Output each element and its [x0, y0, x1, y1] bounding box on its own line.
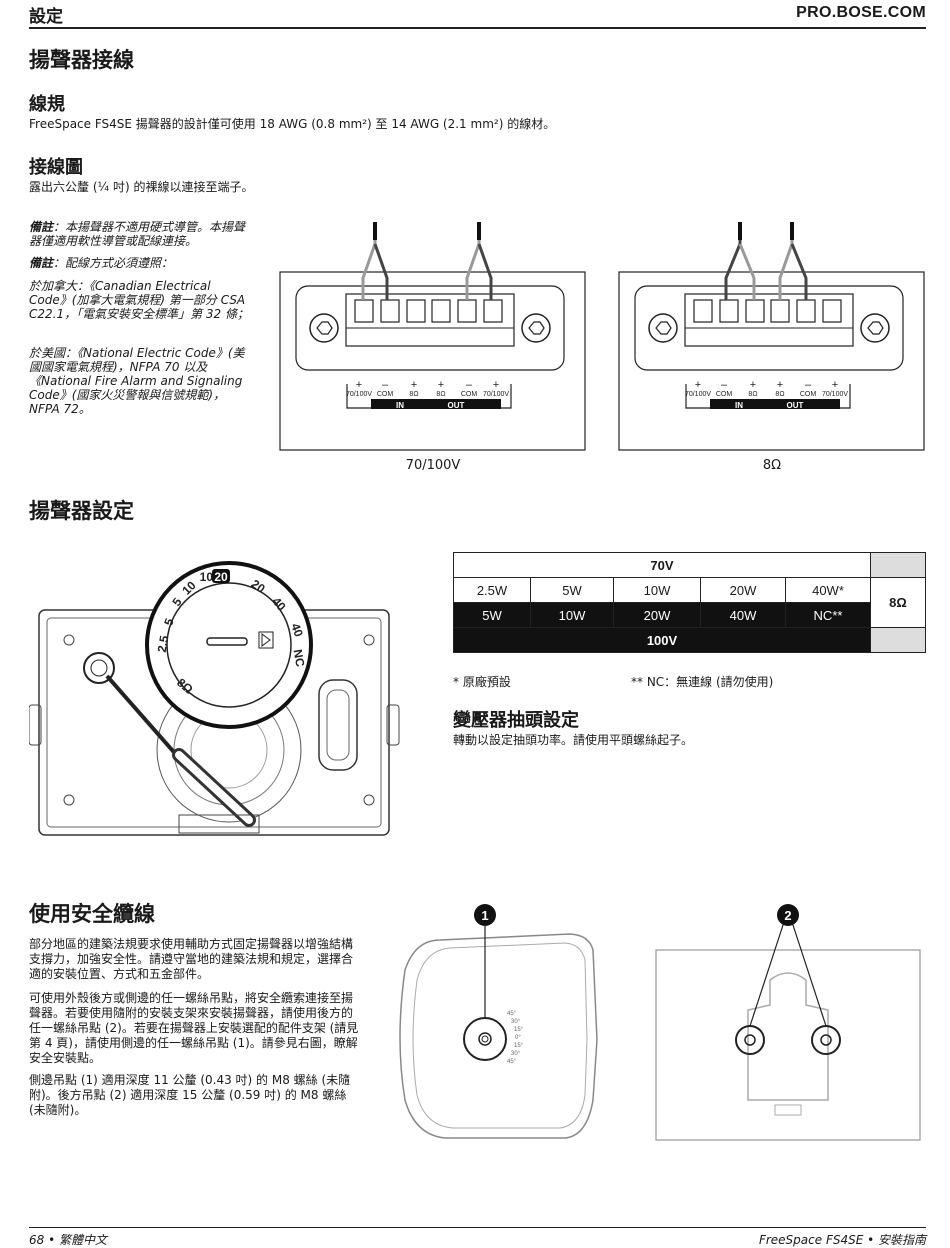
table-cell: NC** [785, 602, 871, 628]
table-cell: 10W [530, 602, 614, 628]
section-title: 設定 [29, 7, 63, 27]
rear-mount-illustration: 2 [655, 904, 921, 1141]
terminal-label: 70/100V [346, 391, 372, 398]
terminal-label: 8Ω [436, 391, 445, 398]
safety-paragraph-3: 側邊吊點 (1) 適用深度 11 公釐 (0.43 吋) 的 M8 螺絲 (未隨… [29, 1073, 351, 1117]
terminal-out-label: OUT [787, 401, 804, 410]
note-label: 備註 [29, 220, 54, 234]
header-divider [29, 27, 926, 29]
note-wiring-codes: 備註：配線方式必須遵照： [29, 256, 174, 270]
terminal-polarity: + [411, 379, 417, 391]
terminal-label: COM [716, 391, 733, 398]
header-100v: 100V [453, 627, 871, 653]
terminal-label: COM [461, 391, 478, 398]
canada-code-text: 於加拿大：《Canadian Electrical Code》(加拿大電氣規程)… [29, 279, 249, 321]
terminal-polarity: + [493, 379, 499, 391]
footer-page-language: 68 • 繁體中文 [29, 1233, 107, 1247]
terminal-polarity: + [695, 379, 701, 391]
angle-mark: 15° [514, 1027, 524, 1033]
terminal-label: COM [377, 391, 394, 398]
callout-1: 1 [481, 908, 488, 923]
terminal-in-label: IN [735, 401, 743, 410]
angle-mark: 30° [511, 1051, 521, 1057]
site-link[interactable]: PRO.BOSE.COM [796, 4, 926, 21]
terminal-polarity: – [805, 379, 812, 391]
terminal-label: 70/100V [822, 391, 848, 398]
us-code-text: 於美國：《National Electric Code》(美國國家電氣規程)，N… [29, 346, 245, 416]
diagram-heading: 接線圖 [29, 157, 83, 178]
footer-doc-title: FreeSpace FS4SE • 安裝指南 [758, 1233, 926, 1247]
terminal-polarity: + [438, 379, 444, 391]
header-70v: 70V [453, 552, 871, 578]
side-mount-illustration: 1 45° 30° 15° 0° 15° 30° 45° [399, 904, 598, 1139]
terminal-in-label: IN [396, 401, 404, 410]
dial-label: 5 [161, 616, 177, 627]
terminal-label: 70/100V [483, 391, 509, 398]
terminal-polarity: + [777, 379, 783, 391]
terminal-label: 8Ω [748, 391, 757, 398]
terminal-label: 8Ω [409, 391, 418, 398]
gauge-text: FreeSpace FS4SE 揚聲器的設計僅可使用 18 AWG (0.8 m… [29, 117, 556, 131]
gauge-heading: 線規 [29, 94, 65, 115]
terminal-polarity: + [356, 379, 362, 391]
safety-paragraph-2: 可使用外殼後方或側邊的任一螺絲吊點，將安全纜索連接至揚聲器。若要使用隨附的安裝支… [29, 991, 359, 1065]
tap-setting-table: 70V 2.5W 5W 10W 20W 40W* 8Ω 5W 10W 20W 4… [453, 552, 926, 653]
angle-mark: 45° [507, 1059, 517, 1065]
table-side-blank [870, 627, 926, 653]
table-cell: 20W [700, 577, 786, 603]
diagram-text: 露出六公釐 (¼ 吋) 的裸線以連接至端子。 [29, 180, 254, 194]
dial-label: 40 [288, 621, 306, 639]
table-cell: 40W [700, 602, 786, 628]
terminal-label: 8Ω [775, 391, 784, 398]
tap-heading: 變壓器抽頭設定 [453, 710, 579, 731]
terminal-label: COM [800, 391, 817, 398]
terminal-label: 70/100V [685, 391, 711, 398]
terminal-polarity: – [466, 379, 473, 391]
wiring-diagram-8ohm: + – + + – + 70/100V COM 8Ω 8Ω COM 70/100… [618, 222, 925, 451]
terminal-out-label: OUT [448, 401, 465, 410]
table-cell: 2.5W [453, 577, 531, 603]
safety-heading: 使用安全纜線 [29, 902, 155, 926]
wiring-diagram-70v: + – + + – + 70/100V COM 8Ω 8Ω COM 70/100… [279, 222, 586, 451]
caption-8ohm: 8Ω [762, 458, 782, 473]
table-side-blank [870, 552, 926, 578]
angle-mark: 45° [507, 1011, 517, 1017]
footnote-factory-default: * 原廠預設 [453, 675, 511, 689]
footnote-nc: ** NC：無連線 (請勿使用) [631, 675, 774, 689]
table-8ohm-cell: 8Ω [870, 577, 926, 628]
note-rigid-conduit: 備註：本揚聲器不適用硬式導管。本揚聲器僅適用軟性導管或配線連接。 [29, 220, 246, 248]
table-cell: 40W* [785, 577, 871, 603]
angle-mark: 0° [515, 1035, 521, 1041]
tap-text: 轉動以設定抽頭功率。請使用平頭螺絲起子。 [453, 733, 694, 747]
terminal-polarity: – [721, 379, 728, 391]
tap-dial-illustration: 10 20 20 40 5 10 2.5 5 40 NC 8Ω [29, 561, 400, 836]
table-cell: 20W [613, 602, 701, 628]
angle-mark: 15° [514, 1043, 524, 1049]
note-label: 備註 [29, 256, 54, 270]
dial-label: 20 [214, 570, 228, 584]
dial-label: 10 [200, 570, 214, 584]
angle-mark: 30° [511, 1019, 521, 1025]
caption-70v: 70/100V [405, 458, 461, 473]
safety-paragraph-1: 部分地區的建築法規要求使用輔助方式固定揚聲器以增強結構支撐力，加強安全性。請遵守… [29, 937, 354, 981]
settings-heading: 揚聲器設定 [29, 499, 134, 523]
table-cell: 5W [530, 577, 614, 603]
terminal-polarity: + [750, 379, 756, 391]
terminal-polarity: – [382, 379, 389, 391]
wiring-heading: 揚聲器接線 [29, 48, 134, 72]
terminal-polarity: + [832, 379, 838, 391]
footer-divider [29, 1227, 926, 1228]
callout-2: 2 [784, 908, 791, 923]
table-cell: 10W [613, 577, 701, 603]
dial-label: 2.5 [155, 634, 172, 653]
dial-label: NC [291, 648, 308, 668]
table-cell: 5W [453, 602, 531, 628]
